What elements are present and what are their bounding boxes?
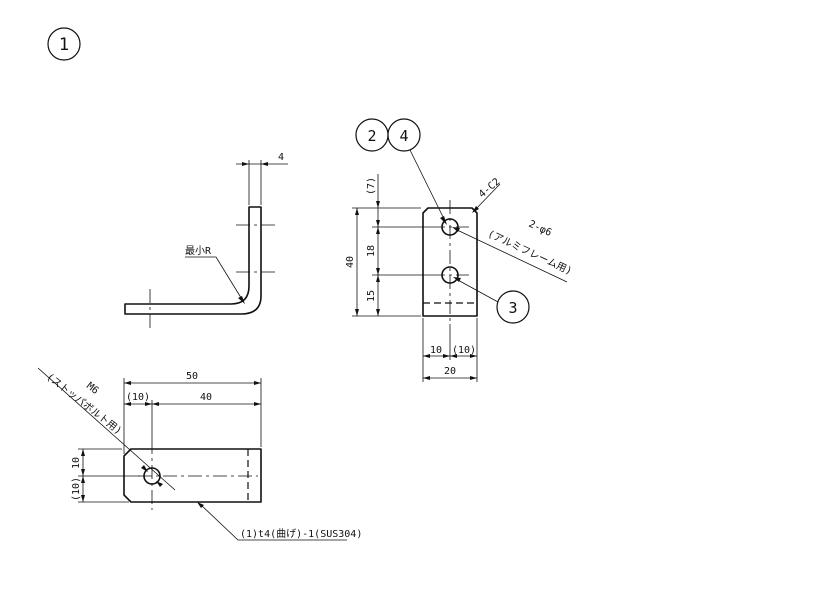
width-left-dimension: 10 bbox=[430, 345, 442, 356]
svg-text:3: 3 bbox=[508, 299, 517, 317]
length-total-dimension: 50 bbox=[186, 371, 198, 382]
plan-view: 50 (10) 40 M6 (ストッパボルト用) 10 (10) (1)t4(曲… bbox=[37, 367, 362, 541]
chamfer-note: 4-C2 bbox=[477, 176, 503, 200]
thread-note: M6 bbox=[84, 381, 100, 397]
ref-balloon-2: 2 bbox=[355, 118, 389, 152]
front-view-outline bbox=[422, 207, 478, 317]
front-view: 2 4 4-C2 2-φ6 (アルミフレーム用) 3 bbox=[345, 118, 574, 382]
width-right-dimension: (10) bbox=[452, 345, 476, 356]
height-top-dimension: 10 bbox=[71, 457, 82, 469]
ref-balloon-4: 4 bbox=[387, 118, 421, 152]
detail-number: 1 bbox=[59, 35, 69, 55]
length-rest-dimension: 40 bbox=[200, 392, 212, 403]
svg-text:2: 2 bbox=[367, 127, 376, 145]
offset-dimension: (10) bbox=[126, 392, 150, 403]
hole-purpose-note: (アルミフレーム用) bbox=[486, 228, 574, 278]
detail-number-balloon: 1 bbox=[47, 27, 81, 61]
svg-text:4: 4 bbox=[399, 127, 408, 145]
pitch-top-dimension: (7) bbox=[366, 177, 377, 195]
side-view: 4 最小R bbox=[124, 152, 288, 330]
pitch-bottom-dimension: 15 bbox=[366, 290, 377, 302]
part-spec-note: (1)t4(曲げ)-1(SUS304) bbox=[240, 528, 362, 540]
thread-purpose-note: (ストッパボルト用) bbox=[44, 371, 124, 437]
hole-count-note: 2-φ6 bbox=[527, 219, 553, 239]
height-total-dimension: 40 bbox=[345, 256, 356, 268]
ref-balloon-3: 3 bbox=[496, 290, 530, 324]
thickness-dimension: 4 bbox=[278, 152, 284, 163]
pitch-mid-dimension: 18 bbox=[366, 245, 377, 257]
height-bottom-dimension: (10) bbox=[71, 477, 82, 501]
plan-view-outline bbox=[123, 448, 262, 503]
width-total-dimension: 20 bbox=[444, 366, 456, 377]
min-radius-label: 最小R bbox=[185, 245, 212, 257]
side-view-outline bbox=[124, 206, 262, 315]
